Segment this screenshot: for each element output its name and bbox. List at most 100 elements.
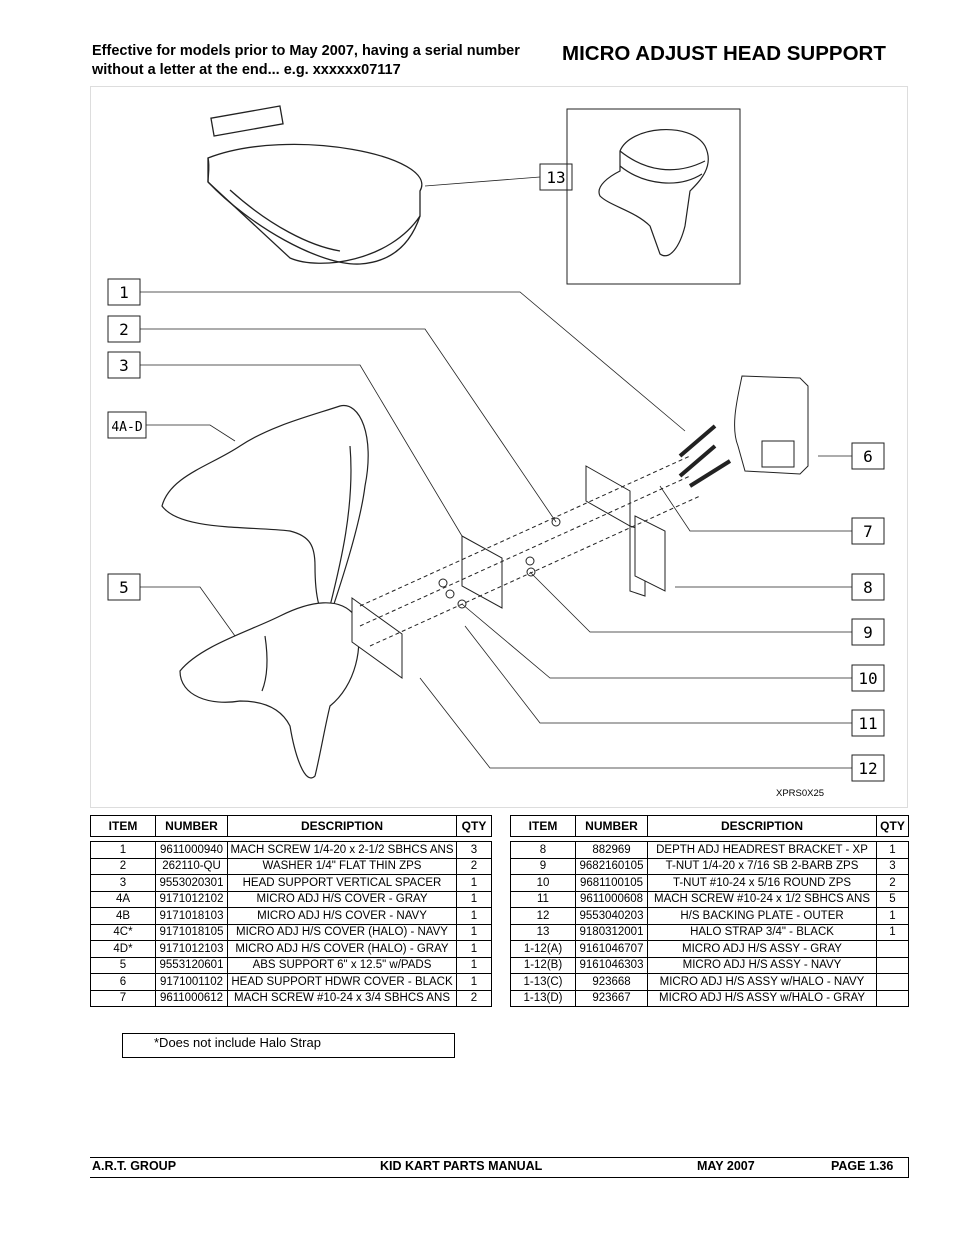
cell-description: MICRO ADJ H/S COVER (HALO) - GRAY xyxy=(227,940,457,958)
cell-number: 9681100105 xyxy=(575,874,648,892)
cell-item: 4D* xyxy=(90,940,156,958)
cell-number: 9553040203 xyxy=(575,907,648,925)
cell-qty: 1 xyxy=(456,956,492,974)
cell-description: DEPTH ADJ HEADREST BRACKET - XP xyxy=(647,841,877,859)
exploded-parts-diagram: 13 1 2 3 4A-D 5 6 7 8 9 10 11 12 xyxy=(90,86,908,808)
callout-2: 2 xyxy=(119,320,129,339)
cell-number: 9171001102 xyxy=(155,973,228,991)
cell-number: 9171012102 xyxy=(155,890,228,908)
callout-3: 3 xyxy=(119,356,129,375)
cell-item: 6 xyxy=(90,973,156,991)
cell-qty xyxy=(876,956,909,974)
cell-qty: 1 xyxy=(456,890,492,908)
cell-qty: 1 xyxy=(456,907,492,925)
cell-qty: 1 xyxy=(456,923,492,941)
callout-1: 1 xyxy=(119,283,129,302)
callout-7: 7 xyxy=(863,522,873,541)
page-footer: A.R.T. GROUP KID KART PARTS MANUAL MAY 2… xyxy=(90,1157,909,1178)
cell-item: 1-12(A) xyxy=(510,940,576,958)
page-title: MICRO ADJUST HEAD SUPPORT xyxy=(562,42,886,65)
cell-number: 9161046707 xyxy=(575,940,648,958)
cell-description: HALO STRAP 3/4" - BLACK xyxy=(647,923,877,941)
col-description: DESCRIPTION xyxy=(647,815,877,837)
cell-item: 11 xyxy=(510,890,576,908)
cell-qty xyxy=(876,989,909,1007)
cell-number: 882969 xyxy=(575,841,648,859)
col-item: ITEM xyxy=(510,815,576,837)
cell-qty: 3 xyxy=(876,857,909,875)
cell-item: 12 xyxy=(510,907,576,925)
col-description: DESCRIPTION xyxy=(227,815,457,837)
cell-item: 1-13(C) xyxy=(510,973,576,991)
cell-qty: 1 xyxy=(876,907,909,925)
footer-company: A.R.T. GROUP xyxy=(92,1159,177,1173)
cell-description: HEAD SUPPORT VERTICAL SPACER xyxy=(227,874,457,892)
callout-11: 11 xyxy=(858,714,877,733)
callout-13: 13 xyxy=(546,168,565,187)
callout-12: 12 xyxy=(858,759,877,778)
col-number: NUMBER xyxy=(155,815,228,837)
mounting-hardware-drawing xyxy=(351,375,809,679)
cell-number: 9180312001 xyxy=(575,923,648,941)
callout-8: 8 xyxy=(863,578,873,597)
table-header-row: ITEM NUMBER DESCRIPTION QTY xyxy=(510,815,909,837)
table-spacer xyxy=(510,836,909,842)
cell-item: 1-12(B) xyxy=(510,956,576,974)
cell-number: 9161046303 xyxy=(575,956,648,974)
cell-number: 262110-QU xyxy=(155,857,228,875)
cell-description: MICRO ADJ H/S ASSY w/HALO - GRAY xyxy=(647,989,877,1007)
cell-description: MICRO ADJ H/S COVER - NAVY xyxy=(227,907,457,925)
cell-number: 9553120601 xyxy=(155,956,228,974)
callout-4a-d: 4A-D xyxy=(111,420,142,435)
cell-qty: 5 xyxy=(876,890,909,908)
cell-qty xyxy=(876,973,909,991)
cell-number: 923668 xyxy=(575,973,648,991)
cell-number: 9611000940 xyxy=(155,841,228,859)
cell-qty: 1 xyxy=(876,841,909,859)
footer-manual-title: KID KART PARTS MANUAL xyxy=(380,1159,543,1173)
cell-description: MACH SCREW #10-24 x 3/4 SBHCS ANS xyxy=(227,989,457,1007)
cell-description: T-NUT 1/4-20 x 7/16 SB 2-BARB ZPS xyxy=(647,857,877,875)
cell-number: 9171012103 xyxy=(155,940,228,958)
cell-item: 13 xyxy=(510,923,576,941)
cell-qty: 2 xyxy=(456,857,492,875)
inset-halo-headrest-drawing xyxy=(598,128,709,257)
cell-description: MICRO ADJ H/S COVER - GRAY xyxy=(227,890,457,908)
cell-description: MICRO ADJ H/S ASSY w/HALO - NAVY xyxy=(647,973,877,991)
cell-item: 9 xyxy=(510,857,576,875)
drawing-code: XPRS0X25 xyxy=(776,788,825,799)
applicability-note: Effective for models prior to May 2007, … xyxy=(92,43,520,78)
cell-item: 1-13(D) xyxy=(510,989,576,1007)
cell-description: ABS SUPPORT 6" x 12.5" w/PADS xyxy=(227,956,457,974)
cell-item: 3 xyxy=(90,874,156,892)
footer-date: MAY 2007 xyxy=(697,1159,755,1173)
cell-item: 7 xyxy=(90,989,156,1007)
cell-item: 1 xyxy=(90,841,156,859)
halo-strap-drawing xyxy=(207,105,423,265)
table-spacer xyxy=(90,836,492,842)
cell-qty: 2 xyxy=(456,989,492,1007)
cell-description: MACH SCREW #10-24 x 1/2 SBHCS ANS xyxy=(647,890,877,908)
col-qty: QTY xyxy=(456,815,492,837)
cell-item: 10 xyxy=(510,874,576,892)
cell-qty: 3 xyxy=(456,841,492,859)
cell-description: HEAD SUPPORT HDWR COVER - BLACK xyxy=(227,973,457,991)
cell-qty: 1 xyxy=(456,874,492,892)
cell-number: 923667 xyxy=(575,989,648,1007)
